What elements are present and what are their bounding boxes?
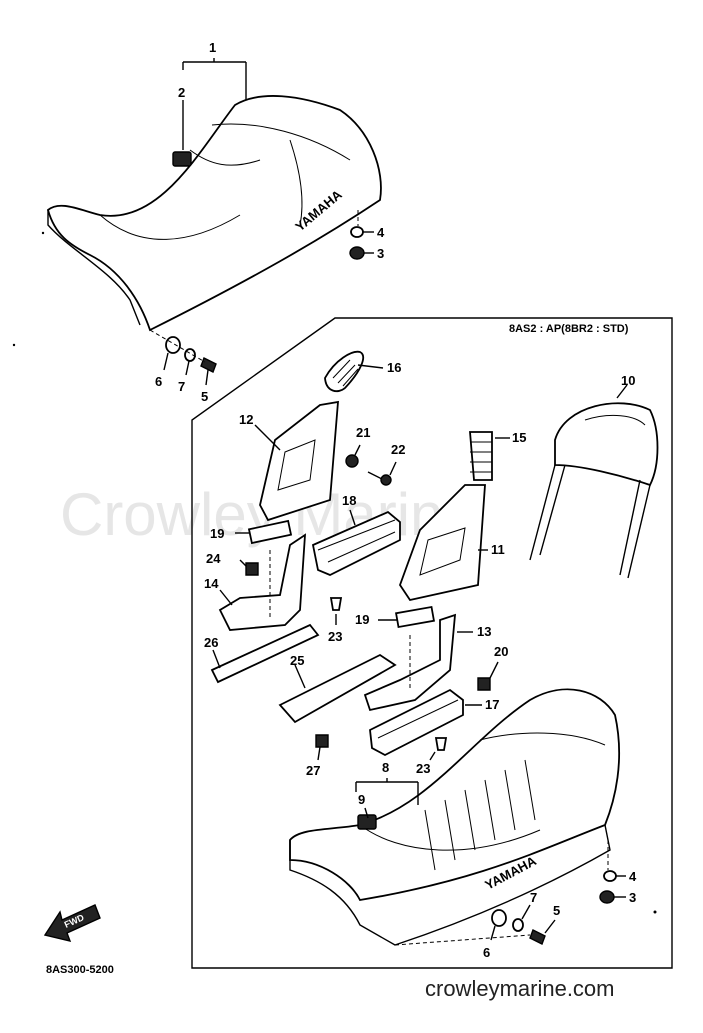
callout-18: 18 [342,493,356,508]
callout-21: 21 [356,425,370,440]
plate-26 [210,623,320,684]
bolt-24 [239,559,259,576]
callout-2: 2 [178,85,185,100]
callout-15: 15 [512,430,526,445]
callout-5-bottom: 5 [553,903,560,918]
seat-bottom: YAMAHA [289,688,621,946]
washer-7-top [184,348,196,376]
callout-10: 10 [621,373,635,388]
callout-4-top: 4 [377,225,385,240]
callout-13: 13 [477,624,491,639]
callout-19-left: 19 [210,526,224,541]
washer-6-bottom [490,909,507,941]
fastener-3-top [349,246,374,260]
callout-25: 25 [290,653,304,668]
leader-8 [355,778,419,805]
callout-22: 22 [391,442,405,457]
grip-16 [324,350,384,393]
callout-14: 14 [204,576,219,591]
handle-11 [398,484,488,602]
washer-6-top [163,336,181,371]
bracket-13 [363,613,473,712]
callout-12: 12 [239,412,253,427]
bolt-20 [477,661,499,691]
fastener-4-top [350,226,374,238]
plate-25 [278,653,397,724]
fastener-3-bottom [599,890,626,904]
callout-5-top: 5 [201,389,208,404]
callout-1: 1 [209,40,216,55]
callout-4-bottom: 4 [629,869,637,884]
callout-23-right: 23 [416,761,430,776]
bolt-23-right [429,737,448,761]
callout-11: 11 [491,542,505,557]
fwd-arrow-icon: FWD [43,904,101,942]
callout-6-bottom: 6 [483,945,490,960]
variant-box-header: 8AS2 : AP(8BR2 : STD) [509,323,629,335]
fastener-4-bottom [603,870,626,882]
callout-16: 16 [387,360,401,375]
bolt-5-top [200,357,217,386]
nut-21 [345,444,361,468]
callout-7-top: 7 [178,379,185,394]
callout-8: 8 [382,760,389,775]
leader-9 [364,807,369,819]
callout-3-top: 3 [377,246,384,261]
washer-7-bottom [512,904,531,932]
bolt-27 [315,734,329,761]
diagram-code: 8AS300-5200 [46,964,114,976]
variant-box-frame [191,317,673,969]
callout-26: 26 [204,635,218,650]
callout-24: 24 [206,551,221,566]
callout-19-right: 19 [355,612,369,627]
leader-1 [182,58,247,100]
spacer-19-left [235,519,293,545]
seat-top: YAMAHA [46,95,382,332]
callout-3-bottom: 3 [629,890,636,905]
callout-9: 9 [358,792,365,807]
bolt-22 [367,461,397,486]
callout-23-left: 23 [328,629,342,644]
pad-18 [311,509,401,576]
backrest-10 [529,384,659,579]
grip-15 [469,431,510,481]
bolt-23-left [329,597,343,625]
pad-17 [369,688,482,757]
bracket-14 [218,533,307,631]
callout-17: 17 [485,697,499,712]
callout-20: 20 [494,644,508,659]
callout-6-top: 6 [155,374,162,389]
handle-12 [254,400,339,522]
callout-7-bottom: 7 [530,890,537,905]
callout-27: 27 [306,763,320,778]
spacer-19-right [378,605,435,629]
bolt-5-bottom [529,919,556,945]
website-footer: crowleymarine.com [425,976,615,1001]
